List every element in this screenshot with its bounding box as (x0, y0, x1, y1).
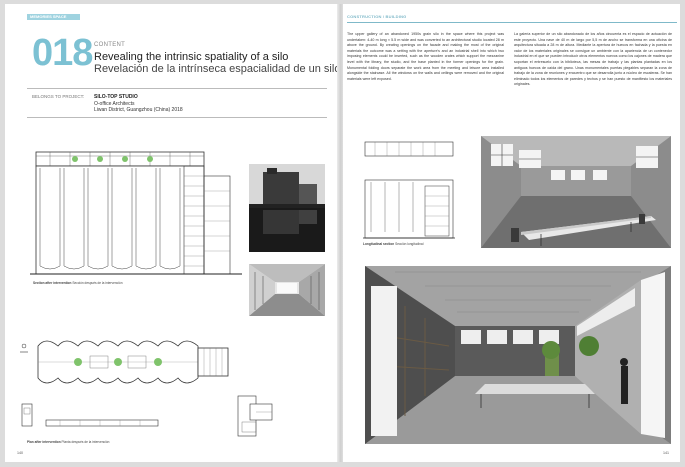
right-page: CONSTRUCTION / BUILDING The upper galler… (343, 4, 680, 462)
divider (27, 88, 327, 89)
plan-caption: Plan after intervention Planta después d… (27, 440, 110, 444)
section-caption: Section after intervention Sección despu… (33, 281, 123, 285)
spine-gutter (337, 4, 345, 462)
content-label: CONTENT (94, 42, 126, 48)
project-location: Liwan District, Guangzhou (China) 2018 (94, 107, 183, 113)
belongs-label: BELONGS TO PROJECT: (32, 94, 85, 99)
body-text-spanish: La galería superior de un silo abandonad… (514, 32, 672, 87)
page-number-right: 141 (663, 451, 669, 455)
body-text-english: The upper gallery of an abandoned 1950s … (347, 32, 504, 81)
section-tab: MEMORIES SPACE (27, 14, 80, 20)
architect-name: O-office Architects (94, 101, 135, 107)
title-spanish: Revelación de la intrínseca espacialidad… (94, 63, 341, 75)
page-number-left: 140 (17, 451, 23, 455)
silo-section-drawing (30, 151, 242, 275)
left-page: MEMORIES SPACE 018 CONTENT Revealing the… (5, 4, 341, 462)
project-number: 018 (32, 32, 93, 74)
small-section-caption: Longitudinal section Sección longitudina… (363, 242, 424, 246)
divider (27, 117, 327, 118)
floor-plan-drawing (20, 340, 273, 437)
right-header-label: CONSTRUCTION / BUILDING (347, 14, 407, 19)
header-rule (347, 22, 677, 23)
studio-name: SILO-TOP STUDIO (94, 94, 138, 100)
silo-exterior-photo (249, 164, 325, 252)
title-english: Revealing the intrinsic spatiality of a … (94, 51, 289, 63)
studio-table-photo (481, 136, 671, 248)
library-interior-photo (365, 266, 671, 444)
small-section-drawing (363, 141, 455, 239)
interior-perspective-photo (249, 264, 325, 316)
